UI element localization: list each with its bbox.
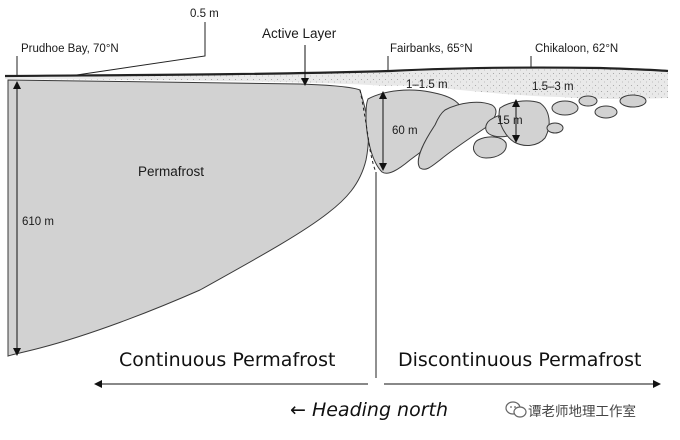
leader-thin-active-layer (69, 22, 206, 77)
watermark: 谭老师地理工作室 (505, 401, 636, 420)
active-layer-band (5, 68, 668, 99)
permafrost-lens-10 (546, 122, 564, 134)
wechat-icon (505, 401, 527, 418)
permafrost-lens-large (365, 89, 462, 174)
permafrost-lens-8 (594, 105, 618, 119)
label-depth-prudhoe: 610 m (22, 216, 54, 228)
label-active-depth-chikaloon: 1.5–3 m (532, 81, 574, 93)
continuous-permafrost-body (7, 79, 369, 357)
label-depth-chikaloon: 15 m (497, 115, 523, 127)
permafrost-lens-6 (551, 100, 579, 116)
label-site-prudhoe: Prudhoe Bay, 70°N (21, 43, 119, 55)
zone-divider-dashes (359, 89, 377, 173)
label-site-fairbanks: Fairbanks, 65°N (390, 43, 473, 55)
permafrost-lens-5 (473, 136, 507, 159)
label-active-layer: Active Layer (262, 26, 337, 41)
watermark-text: 谭老师地理工作室 (528, 403, 636, 420)
label-active-depth-fairbanks: 1–1.5 m (406, 79, 448, 91)
zone-label-discontinuous: Discontinuous Permafrost (398, 349, 642, 371)
label-active-depth-thin: 0.5 m (190, 8, 219, 20)
permafrost-lens-2 (417, 101, 497, 170)
zone-label-continuous: Continuous Permafrost (119, 349, 336, 371)
label-permafrost: Permafrost (138, 164, 204, 179)
ground-surface-line (4, 66, 669, 78)
permafrost-lens-7 (578, 95, 598, 107)
permafrost-lens-9 (619, 94, 647, 108)
permafrost-lens-chikaloon (498, 100, 550, 146)
label-site-chikaloon: Chikaloon, 62°N (535, 43, 618, 55)
heading-north-label: ← Heading north (290, 399, 448, 421)
label-depth-fairbanks: 60 m (392, 125, 418, 137)
